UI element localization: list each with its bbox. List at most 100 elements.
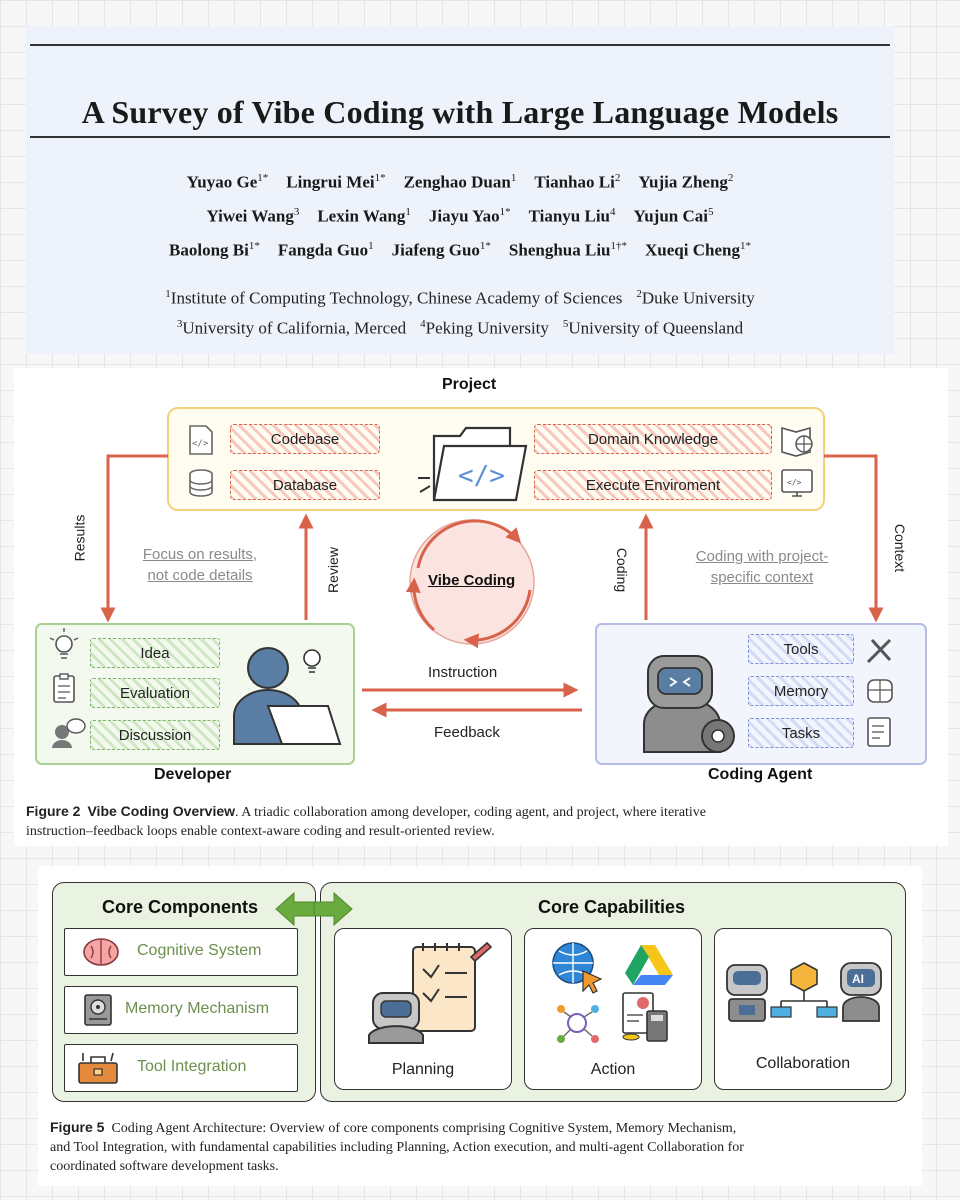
caption-label: Figure 2 [26, 803, 81, 819]
author-name: Zenghao Duan1 [403, 172, 517, 192]
vibe-coding-cycle-icon [405, 519, 535, 649]
affiliation: 2Duke University [636, 288, 755, 308]
planning-box: Planning [334, 928, 512, 1090]
brain-chip-icon [867, 679, 893, 703]
author-name: Yuyao Ge1* [186, 172, 269, 192]
svg-text:</>: </> [192, 439, 209, 449]
focus-on-results-note: Focus on results, not code details [126, 544, 274, 586]
evaluation-box: Evaluation [90, 678, 220, 708]
tools-box: Tools [748, 634, 854, 664]
author-name: Lexin Wang1 [317, 206, 411, 226]
memory-box: Memory [748, 676, 854, 706]
context-note-line-2: specific context [710, 569, 814, 586]
idea-bulb-icon [303, 649, 321, 673]
database-icon [189, 469, 213, 497]
author-name: Baolong Bi1* [169, 240, 260, 260]
coding-agent-label: Coding Agent [708, 766, 813, 783]
author-name: Xueqi Cheng1* [645, 240, 751, 260]
lightbulb-icon [49, 628, 79, 659]
affiliation-mark: 2 [636, 288, 642, 300]
context-label: Context [892, 523, 909, 573]
vibe-coding-label: Vibe Coding [428, 572, 516, 589]
figure-2-caption: Figure 2 Vibe Coding Overview. A triadic… [26, 802, 938, 841]
results-arrow [100, 454, 168, 623]
developer-label: Developer [154, 766, 232, 783]
caption-line-1: Coding Agent Architecture: Overview of c… [111, 1121, 737, 1136]
hard-drive-icon [84, 994, 112, 1026]
multi-agent-collaboration-icon: AI [726, 962, 882, 1022]
brain-icon [83, 938, 119, 966]
finance-calculator-icon [622, 992, 668, 1042]
author-affiliation-mark: 1 [405, 206, 411, 218]
wrench-screwdriver-icon [866, 638, 892, 664]
cognitive-system-box: Cognitive System [64, 928, 298, 976]
network-cube-icon [770, 962, 838, 1018]
author-name: Tianhao Li2 [534, 172, 621, 192]
robot-agent-icon [643, 655, 735, 753]
author-name: Jiafeng Guo1* [391, 240, 491, 260]
affiliation: 1Institute of Computing Technology, Chin… [165, 288, 623, 308]
network-gears-icon [557, 1005, 599, 1043]
planning-robot-clipboard-icon [368, 941, 493, 1044]
code-file-icon: </> [189, 425, 213, 455]
author-name: Lingrui Mei1* [286, 172, 386, 192]
author-name: Tianyu Liu4 [528, 206, 616, 226]
affiliation: 5University of Queensland [562, 318, 744, 338]
caption-label: Figure 5 [50, 1119, 105, 1135]
domain-knowledge-box: Domain Knowledge [534, 424, 772, 454]
codebase-box: Codebase [230, 424, 380, 454]
paper-title: A Survey of Vibe Coding with Large Langu… [81, 94, 839, 130]
author-affiliation-mark: 2 [727, 172, 734, 184]
globe-cursor-icon [552, 942, 603, 994]
affiliation-mark: 4 [420, 318, 426, 330]
code-folder-icon: </> [418, 426, 528, 502]
affiliation: 4Peking University [420, 318, 549, 338]
tasks-box: Tasks [748, 718, 854, 748]
coding-context-note: Coding with project- specific context [676, 546, 848, 588]
author-affiliation-mark: 1 [368, 240, 374, 252]
svg-text:</>: </> [458, 461, 505, 491]
author-affiliation-mark: 1* [248, 240, 260, 252]
context-note-line-1: Coding with project- [695, 548, 829, 565]
planning-label: Planning [391, 1061, 455, 1078]
author-name: Yujun Cai5 [633, 206, 714, 226]
monitor-code-icon: </> [781, 469, 813, 497]
focus-note-line-1: Focus on results, [142, 546, 258, 563]
idea-box: Idea [90, 638, 220, 668]
affiliation-mark: 3 [176, 318, 183, 330]
bidirectional-arrow-icon [275, 891, 353, 927]
svg-text:</>: </> [787, 478, 802, 487]
ai-robot-icon: AI [840, 962, 882, 1022]
results-label: Results [71, 514, 88, 562]
toolbox-icon [78, 1052, 118, 1084]
figure-2: </> </> </> [14, 368, 948, 846]
author-affiliation-mark: 1†* [610, 240, 628, 252]
execute-environment-box: Execute Enviroment [534, 470, 772, 500]
developer-person-icon [233, 647, 342, 745]
authors-row-3: Baolong Bi1* Fangda Guo1 Jiafeng Guo1* Shen… [26, 240, 894, 261]
ai-badge-text: AI [852, 972, 864, 986]
core-components-title: Core Components [102, 897, 259, 917]
author-affiliation-mark: 3 [293, 206, 300, 218]
cloud-drive-icon [625, 945, 673, 985]
author-affiliation-mark: 1 [510, 172, 517, 184]
tool-integration-label: Tool Integration [137, 1058, 247, 1075]
tool-integration-box: Tool Integration [64, 1044, 298, 1092]
focus-note-line-2: not code details [147, 567, 253, 584]
caption-text-1: . A triadic collaboration among develope… [235, 805, 707, 820]
action-icons [552, 942, 673, 1043]
affiliation-mark: 1 [165, 288, 171, 300]
caption-line-2: and Tool Integration, with fundamental c… [50, 1140, 744, 1155]
book-globe-icon [781, 426, 813, 457]
database-box: Database [230, 470, 380, 500]
author-name: Fangda Guo1 [277, 240, 374, 260]
caption-line-3: coordinated software development tasks. [50, 1159, 279, 1174]
paper-header: A Survey of Vibe Coding with Large Langu… [26, 26, 894, 354]
author-affiliation-mark: 1* [479, 240, 491, 252]
coding-label: Coding [614, 547, 631, 593]
author-affiliation-mark: 1* [374, 172, 386, 184]
author-name: Shenghua Liu1†* [508, 240, 628, 260]
instruction-label: Instruction [428, 664, 498, 681]
